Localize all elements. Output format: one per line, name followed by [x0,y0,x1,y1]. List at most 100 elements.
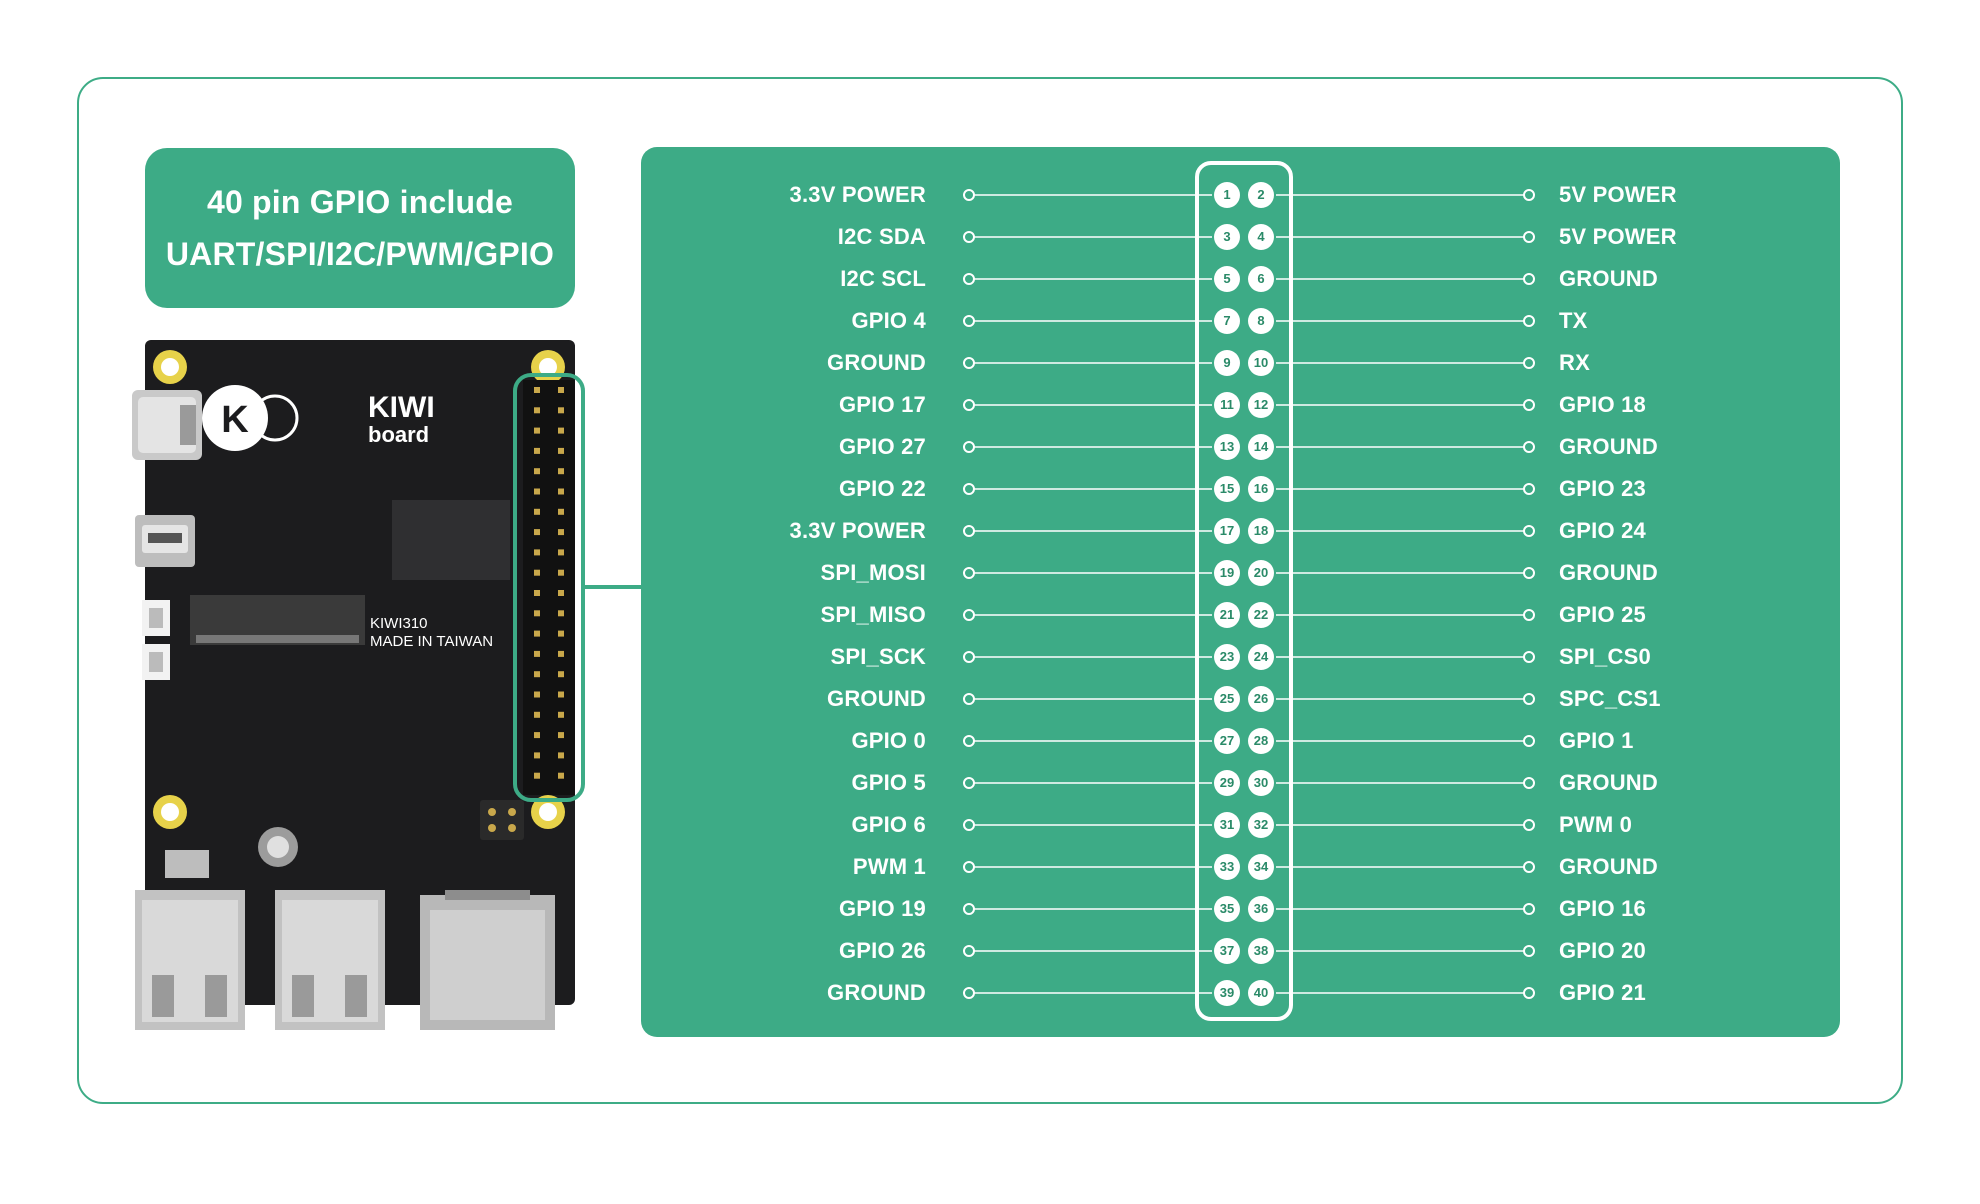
pin-label-left: GPIO 6 [851,812,926,837]
title-box: 40 pin GPIO include UART/SPI/I2C/PWM/GPI… [145,148,575,308]
pin-label-left: SPI_MOSI [820,560,926,585]
pin-label-right: GROUND [1559,560,1658,585]
header-pin [534,508,540,515]
usb-a-port-1 [135,890,245,1030]
chip [392,500,510,580]
pin-label-right: GPIO 18 [1559,392,1646,417]
pin-number: 18 [1248,518,1274,544]
pin-end-dot-right [1523,525,1535,537]
pin-number: 21 [1214,602,1240,628]
header-pin [534,407,540,414]
pin-label-left: I2C SDA [837,224,926,249]
made-in-text: MADE IN TAIWAN [370,633,493,650]
m2-slot [190,595,365,645]
pin-number: 35 [1214,896,1240,922]
pin-number: 8 [1248,308,1274,334]
header-pin [534,569,540,576]
pin-end-dot-right [1523,945,1535,957]
header-pin [534,468,540,475]
pin-end-dot-right [1523,819,1535,831]
pin-end-dot-right [1523,357,1535,369]
header-pin [534,387,540,393]
pin-end-dot-left [963,357,975,369]
header-pin [534,488,540,495]
header-pin [558,569,564,576]
header-outline [1195,161,1293,1021]
pin-label-left: 3.3V POWER [789,182,926,207]
header-pin [534,447,540,454]
usb-c-port [132,390,202,460]
header-pin [558,447,564,454]
pin-number: 7 [1214,308,1240,334]
small-header [480,800,524,840]
pin-end-dot-right [1523,399,1535,411]
pin-label-left: GPIO 4 [851,308,926,333]
model-text: KIWI310 [370,615,428,632]
pin-end-dot-right [1523,441,1535,453]
pin-label-right: GROUND [1559,434,1658,459]
pin-number: 12 [1248,392,1274,418]
pin-end-dot-left [963,567,975,579]
pin-end-dot-left [963,693,975,705]
pin-number: 33 [1214,854,1240,880]
pin-label-left: GPIO 17 [839,392,926,417]
pin-end-dot-left [963,399,975,411]
header-pin [558,488,564,495]
header-pin [534,752,540,759]
pin-label-right: GPIO 25 [1559,602,1646,627]
pin-end-dot-left [963,189,975,201]
pin-end-dot-left [963,315,975,327]
pin-number: 25 [1214,686,1240,712]
pin-label-left: GPIO 27 [839,434,926,459]
pin-end-dot-right [1523,567,1535,579]
pin-label-right: 5V POWER [1559,224,1677,249]
pin-number: 11 [1214,392,1240,418]
pin-number: 40 [1248,980,1274,1006]
pin-end-dot-right [1523,861,1535,873]
pin-number: 9 [1214,350,1240,376]
pin-number: 1 [1214,182,1240,208]
pin-label-right: GROUND [1559,770,1658,795]
pin-label-left: SPI_SCK [830,644,926,669]
pin-number: 22 [1248,602,1274,628]
pin-end-dot-left [963,819,975,831]
pin-label-left: GPIO 19 [839,896,926,921]
header-pin [558,772,564,779]
header-pin [534,691,540,698]
mount-hole-top-left [153,350,187,384]
gpio-header-pins [523,380,575,795]
pin-end-dot-right [1523,231,1535,243]
header-pin [534,671,540,678]
pin-number: 17 [1214,518,1240,544]
usb-a-port-2 [275,890,385,1030]
pin-label-left: GROUND [827,980,926,1005]
ethernet-port [420,890,555,1030]
header-pin [558,650,564,657]
header-pin [558,752,564,759]
pin-end-dot-left [963,483,975,495]
pin-end-dot-right [1523,735,1535,747]
header-pin [534,610,540,617]
pin-label-right: RX [1559,350,1590,375]
pin-end-dot-left [963,777,975,789]
pin-label-left: GPIO 0 [851,728,926,753]
header-pin [534,529,540,536]
pin-end-dot-left [963,273,975,285]
header-pin [534,590,540,596]
pin-number: 15 [1214,476,1240,502]
pin-end-dot-left [963,441,975,453]
jst-connector-2 [142,644,170,680]
brand-top: KIWI [368,391,435,424]
pin-number: 24 [1248,644,1274,670]
pin-number: 39 [1214,980,1240,1006]
pin-label-left: GROUND [827,350,926,375]
header-pin [558,711,564,718]
header-pin [534,630,540,637]
pin-label-left: GPIO 22 [839,476,926,501]
mount-hole-top-right [531,350,565,384]
pin-number: 13 [1214,434,1240,460]
header-pin [558,549,564,556]
pin-label-right: SPC_CS1 [1559,686,1661,711]
pin-end-dot-right [1523,483,1535,495]
